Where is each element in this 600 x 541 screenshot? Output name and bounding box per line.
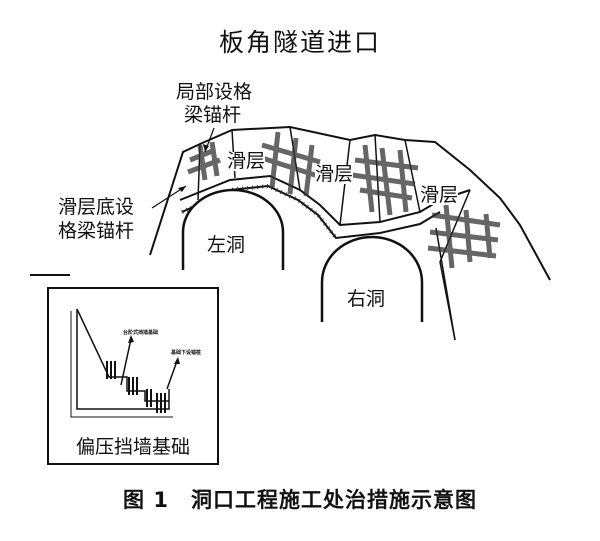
label-slide-layer-1: 滑层 (227, 150, 266, 172)
retaining-wall-inset: 台阶式挡墙基础 基础下设锚桩 偏压挡墙基础 (47, 287, 219, 465)
inset-anchor-piles (106, 361, 166, 413)
inset-title: 偏压挡墙基础 (75, 436, 190, 458)
label-right-tunnel: 右洞 (347, 288, 386, 310)
inset-drawing (70, 308, 180, 418)
label-slide-layer-2: 滑层 (315, 163, 354, 185)
inset-note-2: 基础下设锚桩 (171, 350, 202, 356)
figure-caption: 图 1 洞口工程施工处治措施示意图 (123, 488, 477, 512)
inset-wall-outline (70, 311, 173, 418)
inset-arrow-2 (166, 360, 178, 390)
label-local-anchor-line2: 梁锚杆 (184, 104, 242, 126)
lattice-beams (187, 131, 501, 269)
label-local-anchor-line1: 局部设格 (176, 81, 253, 103)
diagram-title: 板角隧道进口 (218, 28, 381, 57)
left-tunnel-outline (181, 188, 285, 270)
right-tunnel-outline (320, 235, 424, 322)
label-slide-base-anchor-line2: 格梁锚杆 (58, 220, 135, 242)
inset-arrow-1 (120, 338, 132, 386)
right-slope-line (435, 227, 456, 341)
inset-slope (76, 308, 170, 410)
inset-note-1: 台阶式挡墙基础 (123, 330, 159, 336)
slide-layer-base-outer (179, 174, 471, 227)
label-left-tunnel: 左洞 (207, 234, 246, 256)
label-slide-layer-3: 滑层 (420, 184, 459, 206)
label-slide-base-anchor-line1: 滑层底设 (58, 196, 135, 218)
